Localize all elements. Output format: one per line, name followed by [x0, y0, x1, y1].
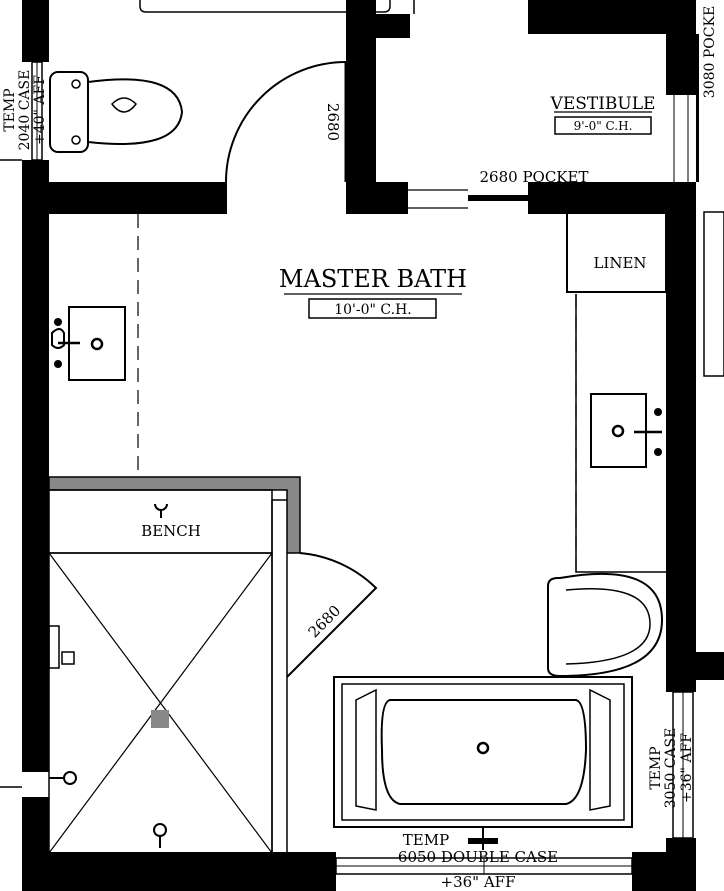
window-left-line2: 2040 CASE [17, 70, 33, 151]
vanity-left [51, 214, 139, 478]
master-bath-ceiling-label: 10'-0" C.H. [334, 302, 412, 318]
bottom-wall-left [22, 852, 336, 891]
shower-door-label: 2680 [305, 602, 345, 642]
window-right-line2: 3050 CASE [663, 728, 679, 809]
left-wall-upper [22, 0, 49, 62]
window-bottom-line3: +36" AFF [441, 873, 516, 891]
tub-seat [547, 572, 664, 678]
vanity-right [575, 294, 666, 573]
pocket-wall-sliver [468, 195, 528, 201]
bottom-wall-right [632, 852, 696, 891]
bench-label: BENCH [141, 522, 201, 540]
bathtub [333, 676, 633, 850]
top-stub-wall [376, 14, 410, 38]
window-left [31, 61, 43, 161]
vestibule-ceiling-label: 9'-0" C.H. [574, 119, 633, 133]
wc-right-wall [346, 0, 376, 214]
window-right-labels: TEMP 3050 CASE +36" AFF [648, 728, 695, 809]
shower [48, 476, 301, 854]
window-right-line3: +36" AFF [679, 733, 695, 803]
window-left-line1: TEMP [2, 88, 18, 131]
wc-door [225, 61, 348, 214]
linen-closet [566, 212, 667, 293]
toilet [49, 71, 184, 153]
window-left-line3: +40" AFF [32, 75, 48, 145]
vestibule-label: VESTIBULE [550, 94, 656, 114]
master-bath-label: MASTER BATH [279, 265, 467, 293]
window-left-labels: TEMP 2040 CASE +40" AFF [2, 70, 48, 151]
pocket-door-label: 2680 POCKET [480, 168, 589, 186]
right-exterior-bump [696, 652, 724, 680]
wc-door-label: 2680 [324, 103, 342, 141]
linen-label: LINEN [593, 254, 646, 272]
wc-bottom-wall [22, 182, 225, 214]
wc-right-wall-base [346, 182, 408, 214]
window-right [672, 691, 694, 839]
top-right-pier [666, 0, 696, 95]
master-bath-ceiling-box [308, 298, 437, 319]
top-fixtures [139, 0, 663, 14]
vestibule-area [408, 34, 724, 377]
window-bottom [335, 857, 633, 875]
window-bottom-line1: TEMP [403, 831, 449, 849]
vestibule-ceiling-box [554, 116, 652, 135]
right-wall [666, 182, 696, 692]
top-right-door-label: 3080 POCKE [702, 6, 718, 98]
shower-door [286, 552, 378, 678]
left-wall-mid [22, 160, 49, 772]
walls [22, 0, 724, 891]
window-right-line1: TEMP [648, 746, 664, 789]
window-bottom-line2: 6050 DOUBLE CASE [398, 848, 558, 866]
